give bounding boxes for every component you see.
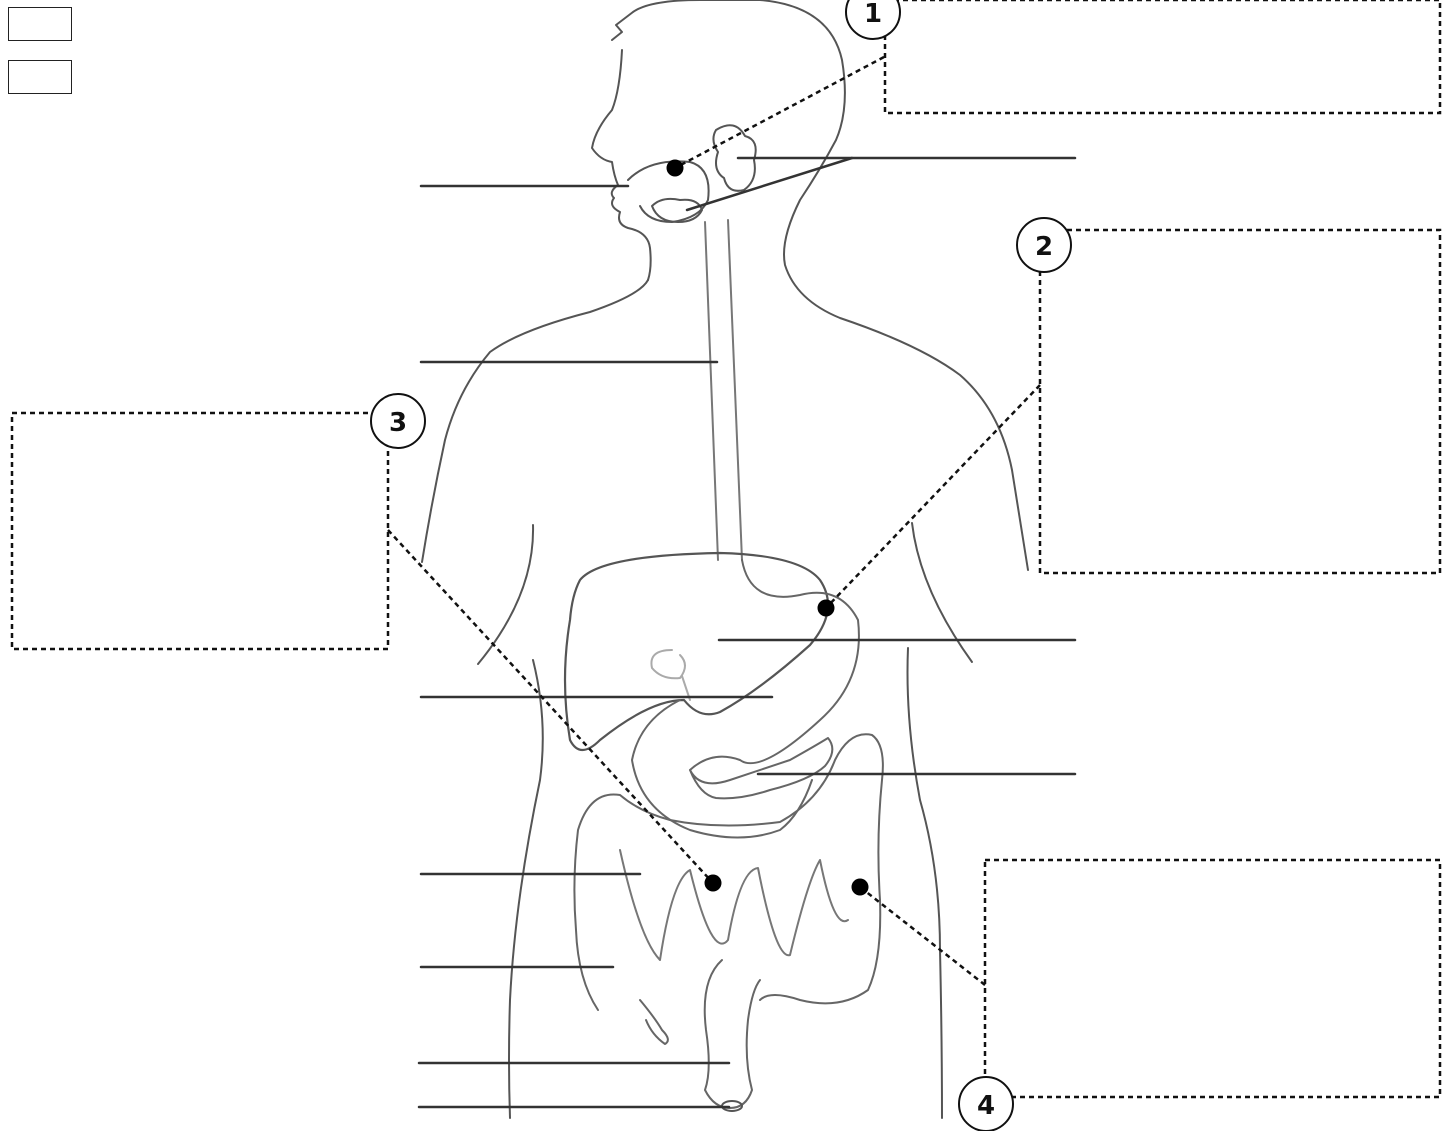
rectum: [705, 960, 760, 1108]
badge-1-number: 1: [864, 0, 882, 29]
small-intestine: [620, 850, 848, 960]
face-profile: [592, 50, 651, 280]
right-hip: [908, 648, 943, 1118]
label-line-salivary-branch: [687, 158, 852, 210]
answer-box-2[interactable]: [1040, 230, 1440, 573]
body-outline: [422, 0, 1028, 1118]
connector-lines: [388, 57, 1040, 985]
badge-4: 4: [959, 1077, 1013, 1131]
answer-boxes: [12, 0, 1440, 1097]
connector-2: [826, 385, 1040, 608]
label-lines: [419, 158, 1075, 1107]
badge-2: 2: [1017, 218, 1071, 272]
badge-2-number: 2: [1035, 232, 1053, 262]
badge-1: 1: [846, 0, 900, 39]
point-3-dot: [705, 875, 722, 892]
stomach: [690, 560, 859, 770]
pancreas: [690, 738, 832, 798]
esophagus: [705, 220, 742, 560]
liver: [565, 553, 828, 750]
gallbladder: [651, 650, 690, 700]
connector-3: [388, 530, 713, 883]
answer-box-4[interactable]: [985, 860, 1440, 1097]
answer-box-3[interactable]: [12, 413, 388, 649]
left-waist: [478, 525, 533, 664]
answer-box-1[interactable]: [885, 0, 1440, 113]
connector-1: [675, 57, 884, 168]
salivary-gland-lower: [652, 199, 702, 222]
badge-4-number: 4: [977, 1091, 995, 1121]
neck-left-shoulder: [422, 280, 648, 562]
appendix: [640, 1000, 668, 1044]
left-hip: [509, 660, 543, 1118]
large-intestine: [574, 734, 882, 1010]
point-1-dot: [667, 160, 684, 177]
badge-3-number: 3: [389, 408, 407, 438]
point-4-dot: [852, 879, 869, 896]
head-and-torso-outline: [612, 0, 1028, 570]
organs: [565, 125, 883, 1111]
point-2-dot: [818, 600, 835, 617]
badge-3: 3: [371, 394, 425, 448]
